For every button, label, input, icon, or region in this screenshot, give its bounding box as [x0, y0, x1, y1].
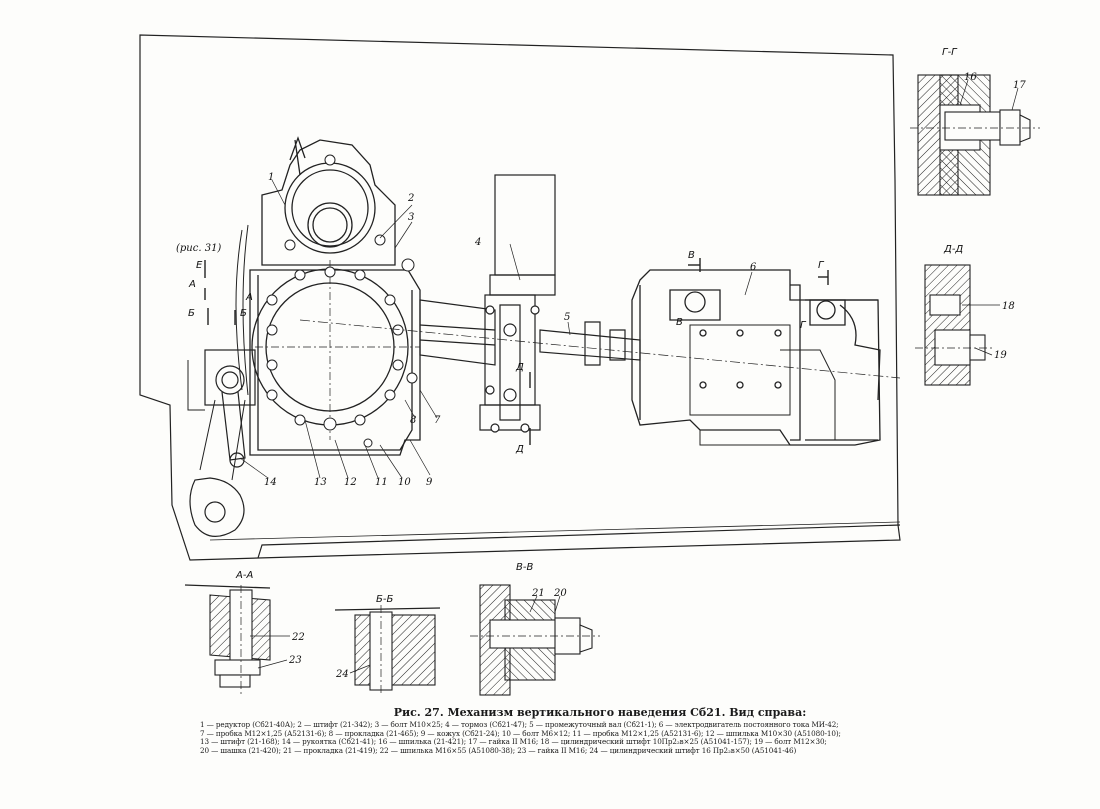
part-number-22: 22: [291, 632, 305, 643]
part-number-7: 7: [434, 415, 441, 426]
part-number-2: 2: [407, 193, 414, 204]
mark-v-bottom: В: [676, 317, 683, 328]
part-number-3: 3: [408, 212, 414, 223]
section-vv-view: [470, 584, 600, 696]
part-number-5: 5: [564, 312, 570, 323]
section-cut-markers: [204, 258, 829, 445]
part-number-6: 6: [750, 262, 757, 273]
part-number-4: 4: [474, 237, 481, 248]
section-dd-view: [915, 264, 995, 386]
caption-line: 20 — шашка (21-420); 21 — прокладка (21-…: [200, 745, 797, 755]
section-title-dd: Д-Д: [943, 244, 963, 255]
section-title-gg: Г-Г: [942, 47, 958, 58]
section-title-bb: Б-Б: [376, 594, 393, 605]
part-number-9: 9: [426, 477, 433, 488]
section-title-vv: В-В: [516, 562, 533, 573]
mark-d-bottom: Д: [515, 444, 524, 455]
section-title-aa: А-А: [235, 570, 253, 581]
part-number-20: 20: [553, 588, 567, 599]
reducer-bolts: [266, 154, 418, 448]
brake-assembly: [479, 174, 556, 433]
caption-line: 1 — редуктор (Сб21-40А); 2 — штифт (21-3…: [200, 720, 839, 729]
leader-lines: [239, 79, 1019, 674]
part-number-12: 12: [344, 477, 357, 488]
mark-v-top: В: [688, 250, 695, 261]
section-aa-view: [184, 584, 271, 695]
electric-motor: [631, 269, 881, 446]
part-number-19: 19: [994, 350, 1007, 361]
part-number-21: 21: [531, 588, 545, 599]
part-number-18: 18: [1002, 301, 1015, 312]
part-number-8: 8: [410, 415, 416, 426]
mounting-plate: [139, 34, 901, 561]
mark-g-top: Г: [818, 260, 825, 271]
mark-e: Е: [196, 260, 203, 271]
part-number-24: 24: [335, 669, 349, 680]
mark-a-left: А: [188, 279, 196, 290]
mark-b-right: Б: [240, 308, 247, 319]
part-number-23: 23: [288, 655, 302, 666]
ref-label: (рис. 31): [176, 243, 221, 254]
section-bb-view: [334, 605, 441, 695]
mark-d-top: Д: [515, 362, 524, 373]
section-gg-view: [910, 74, 1040, 196]
mark-b-left: Б: [188, 308, 195, 319]
caption-line: 13 — штифт (21-168); 14 — рукоятка (Сб21…: [200, 737, 827, 747]
part-number-14: 14: [264, 477, 277, 488]
mark-g-bottom: Г: [800, 320, 807, 331]
caption-line: 7 — пробка М12×1,25 (А52131-6); 8 — прок…: [200, 728, 841, 738]
handle-assembly: [187, 349, 256, 537]
part-number-17: 17: [1013, 80, 1026, 91]
drawing-labels: (рис. 31) Е А А Б Б В В Г Г Д Д Г-Г Д-Д …: [176, 47, 1026, 680]
part-number-13: 13: [314, 477, 327, 488]
figure-caption: Рис. 27. Механизм вертикального наведени…: [200, 706, 1000, 755]
part-number-10: 10: [398, 477, 411, 488]
part-number-11: 11: [375, 477, 388, 488]
mark-a-right: А: [245, 292, 253, 303]
part-number-1: 1: [268, 172, 274, 183]
part-number-16: 16: [964, 72, 977, 83]
caption-title: Рис. 27. Механизм вертикального наведени…: [393, 706, 807, 719]
